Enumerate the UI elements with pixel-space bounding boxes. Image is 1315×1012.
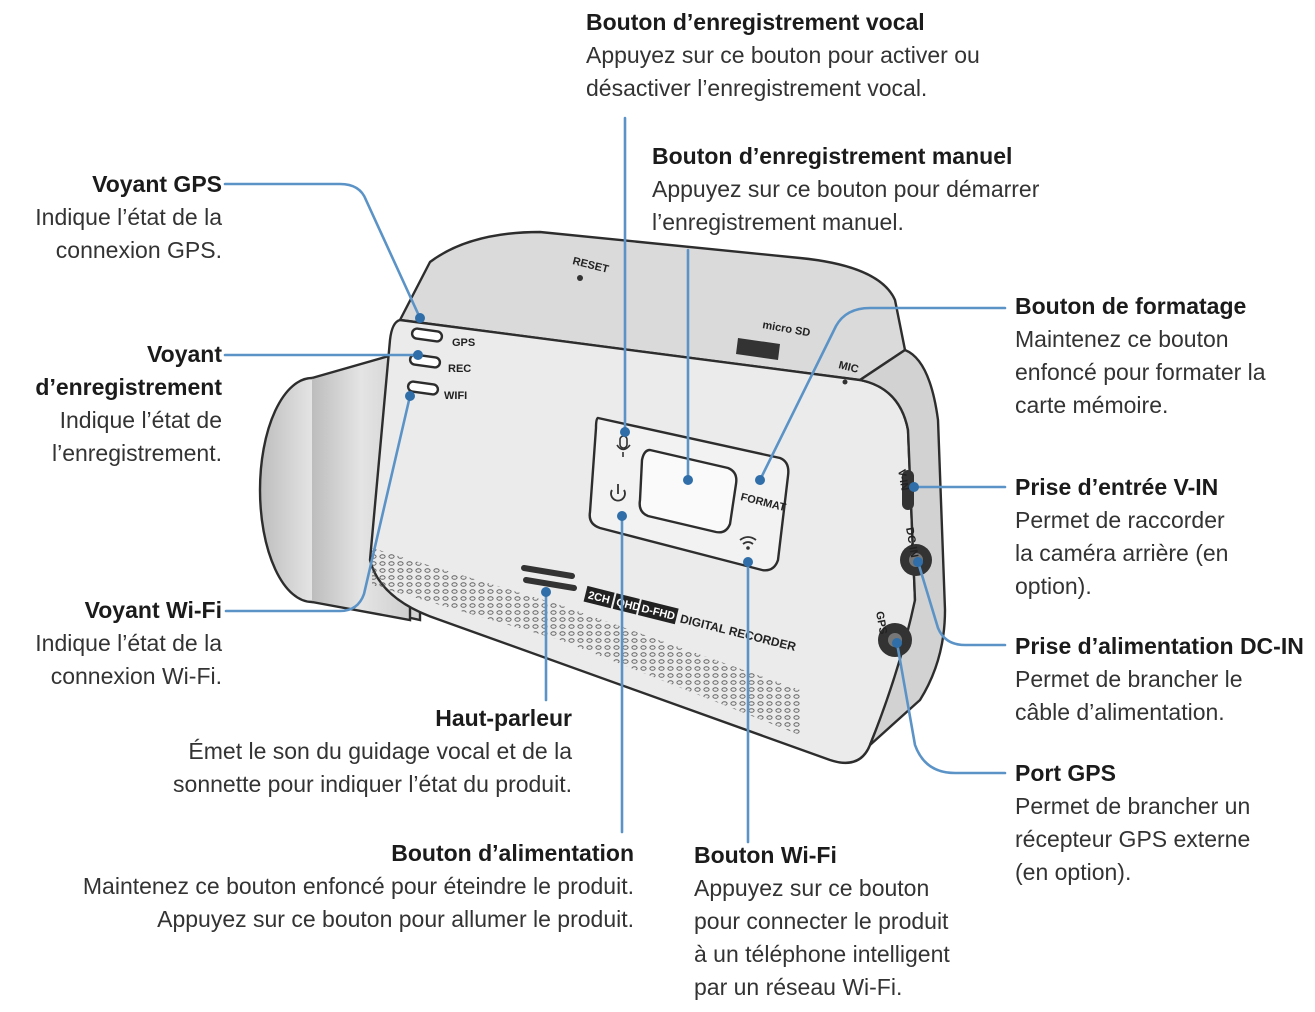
callout-wifi-button-desc: Appuyez sur ce bouton pour connecter le … [694, 875, 950, 1000]
callout-wifi-led-title: Voyant Wi-Fi [84, 597, 222, 623]
led-wifi-label: WIFI [444, 390, 467, 402]
callout-vin-title: Prise d’entrée V-IN [1015, 474, 1219, 500]
mic-label: MIC [837, 359, 860, 376]
callout-gps-port-desc: Permet de brancher un récepteur GPS exte… [1015, 793, 1251, 885]
callout-rec-led-title: Voyant d’enregistrement [35, 341, 222, 400]
callout-voice-record-title: Bouton d’enregistrement vocal [586, 9, 925, 35]
wifi-icon [739, 536, 757, 550]
callout-gps-port: Port GPS Permet de brancher un récepteur… [1015, 757, 1250, 889]
callout-speaker-title: Haut-parleur [435, 705, 572, 731]
port-dcin-label: DC-IN [903, 526, 920, 558]
port-vin-label: V-IN [895, 468, 911, 491]
callout-format-title: Bouton de formatage [1015, 293, 1247, 319]
callout-format-desc: Maintenez ce bouton enfoncé pour formate… [1015, 326, 1266, 418]
callout-wifi-button: Bouton Wi-Fi Appuyez sur ce bouton pour … [694, 839, 950, 1004]
callout-vin-desc: Permet de raccorder la caméra arrière (e… [1015, 507, 1229, 599]
callout-power-desc: Maintenez ce bouton enfoncé pour éteindr… [82, 873, 634, 932]
callout-dcin-desc: Permet de brancher le câble d’alimentati… [1015, 666, 1243, 725]
callout-vin: Prise d’entrée V-IN Permet de raccorder … [1015, 471, 1228, 603]
callout-speaker-desc: Émet le son du guidage vocal et de la so… [173, 738, 572, 797]
callout-wifi-led-desc: Indique l’état de la connexion Wi-Fi. [35, 630, 222, 689]
port-gps-label: GPS [873, 610, 889, 635]
callout-rec-led-desc: Indique l’état de l’enregistrement. [51, 407, 222, 466]
callout-dcin-title: Prise d’alimentation DC-IN [1015, 633, 1304, 659]
callout-gps-port-title: Port GPS [1015, 760, 1116, 786]
callout-gps-led-desc: Indique l’état de la connexion GPS. [35, 204, 222, 263]
callout-gps-led-title: Voyant GPS [92, 171, 222, 197]
led-gps-label: GPS [452, 337, 475, 349]
callout-speaker: Haut-parleur Émet le son du guidage voca… [110, 702, 572, 801]
leader-lines [223, 116, 1007, 844]
callout-gps-led: Voyant GPS Indique l’état de la connexio… [8, 168, 222, 267]
model-badge: 2CH [587, 590, 611, 607]
callout-voice-record-desc: Appuyez sur ce bouton pour activer ou dé… [586, 42, 980, 101]
callout-manual-record-desc: Appuyez sur ce bouton pour démarrer l’en… [652, 176, 1040, 235]
callout-manual-record-title: Bouton d’enregistrement manuel [652, 143, 1013, 169]
led-rec-label: REC [448, 363, 471, 375]
callout-dcin: Prise d’alimentation DC-IN Permet de bra… [1015, 630, 1304, 729]
device-body [368, 230, 947, 765]
callout-format: Bouton de formatage Maintenez ce bouton … [1015, 290, 1266, 422]
callout-power: Bouton d’alimentation Maintenez ce bouto… [10, 837, 634, 936]
callout-rec-led: Voyant d’enregistrement Indique l’état d… [8, 338, 222, 470]
callout-wifi-led: Voyant Wi-Fi Indique l’état de la connex… [8, 594, 222, 693]
power-icon [610, 484, 626, 502]
callout-voice-record: Bouton d’enregistrement vocal Appuyez su… [586, 6, 980, 105]
callout-manual-record: Bouton d’enregistrement manuel Appuyez s… [652, 140, 1039, 239]
callout-wifi-button-title: Bouton Wi-Fi [694, 842, 837, 868]
callout-power-title: Bouton d’alimentation [391, 840, 634, 866]
